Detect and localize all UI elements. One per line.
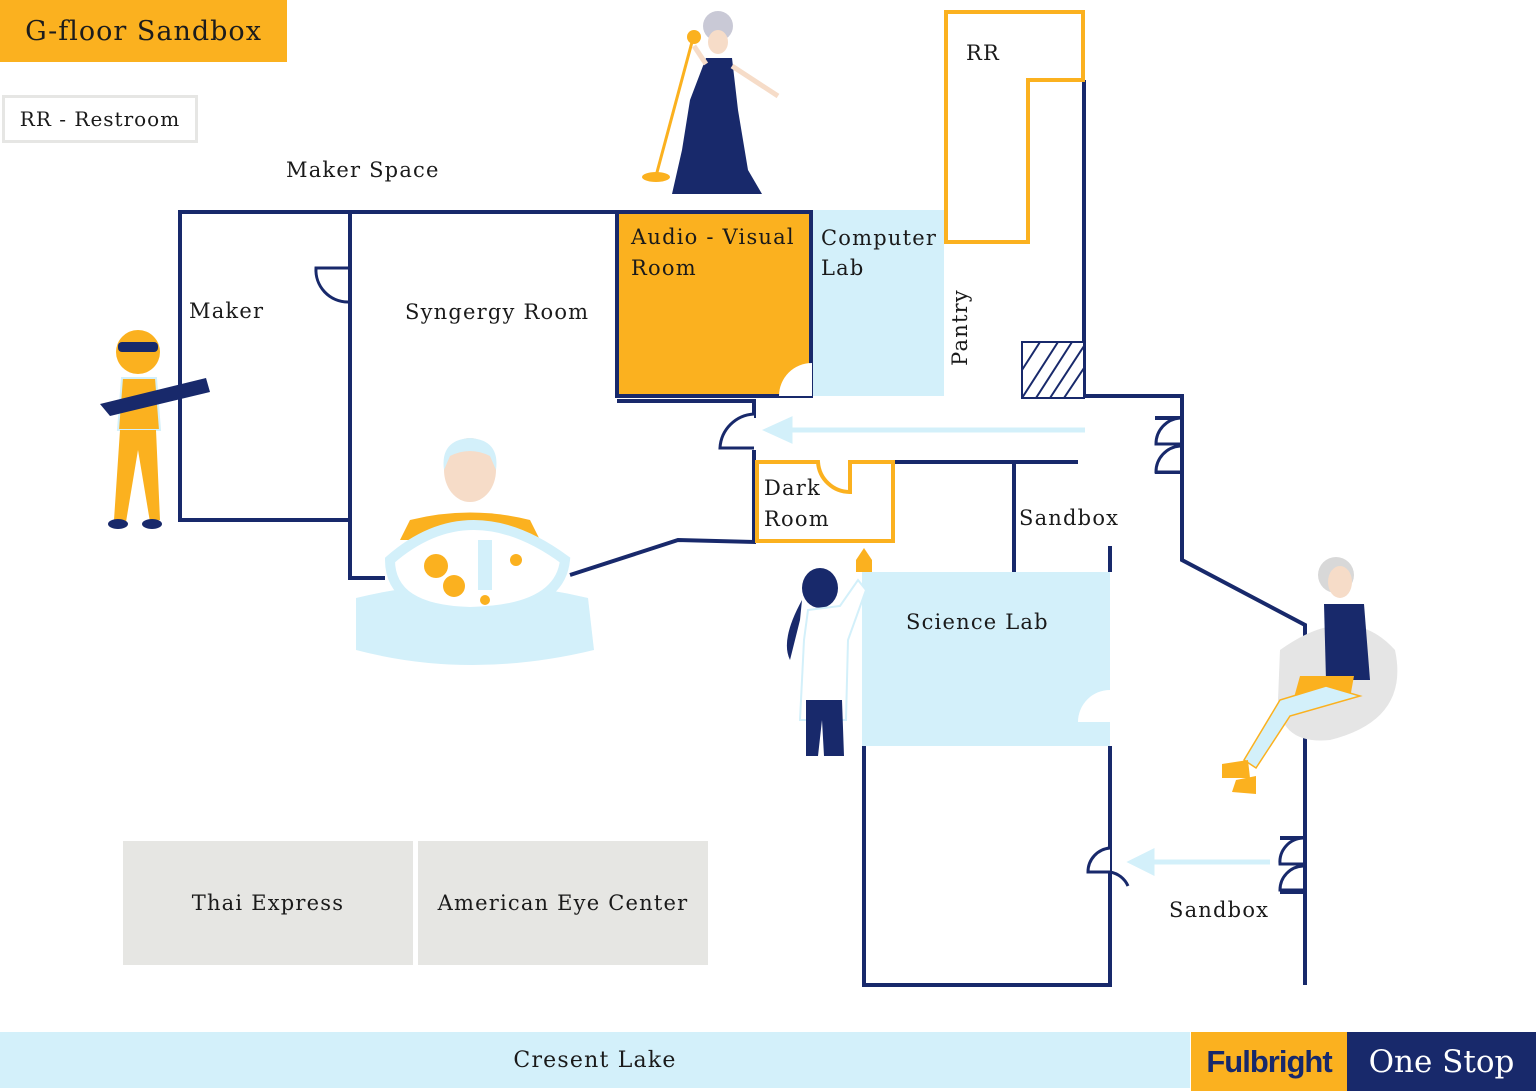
reader-figure-on-chair <box>1222 557 1398 794</box>
hatched-block <box>1021 341 1085 399</box>
label-dark-room-line2: Room <box>764 507 830 531</box>
label-dark-room-line1: Dark <box>764 476 821 500</box>
footer-lake: Cresent Lake <box>0 1032 1190 1088</box>
right-door-2 <box>1278 836 1304 866</box>
label-computer-lab-line2: Lab <box>821 256 865 280</box>
label-restroom: RR <box>966 41 1001 65</box>
maker-room-wall <box>178 210 350 522</box>
science-lab-fill <box>862 572 1110 746</box>
maker-door <box>314 266 349 304</box>
corridor-door <box>718 412 755 450</box>
synergy-left-wall <box>348 212 385 580</box>
av-room-fill <box>615 210 813 398</box>
maker-figure-with-saw <box>100 330 210 529</box>
brand-suffix: One Stop <box>1347 1032 1536 1091</box>
label-sandbox-lower: Sandbox <box>1169 898 1270 922</box>
dark-room-outline <box>755 460 895 543</box>
label-synergy-room: Syngergy Room <box>405 300 590 324</box>
store-american-eye-center: American Eye Center <box>418 841 708 965</box>
label-av-room-line1: Audio - Visual <box>631 225 795 249</box>
right-door-1 <box>1154 416 1181 446</box>
direction-arrow <box>761 416 1270 877</box>
science-door <box>1078 690 1110 722</box>
label-av-room-line2: Room <box>631 256 697 280</box>
label-maker: Maker <box>189 299 265 323</box>
scientist-figure <box>786 548 872 756</box>
singer-figure <box>642 11 780 194</box>
label-science-lab: Science Lab <box>906 610 1049 634</box>
robot-figure-with-gears <box>356 438 594 665</box>
brand-logo: Fulbright <box>1191 1032 1347 1091</box>
restroom-outline <box>944 10 1085 244</box>
store-thai-express: Thai Express <box>123 841 413 965</box>
label-sandbox-upper: Sandbox <box>1019 506 1120 530</box>
page-title: G-floor Sandbox <box>0 0 287 62</box>
synergy-bottom-wall <box>617 399 756 418</box>
sandbox-door <box>1086 846 1111 874</box>
label-computer-lab-line1: Computer <box>821 226 938 250</box>
legend-restroom: RR - Restroom <box>2 95 198 143</box>
label-maker-space: Maker Space <box>286 158 440 182</box>
av-door <box>779 363 812 396</box>
computer-lab-fill <box>812 210 944 396</box>
label-pantry: Pantry <box>947 289 972 366</box>
